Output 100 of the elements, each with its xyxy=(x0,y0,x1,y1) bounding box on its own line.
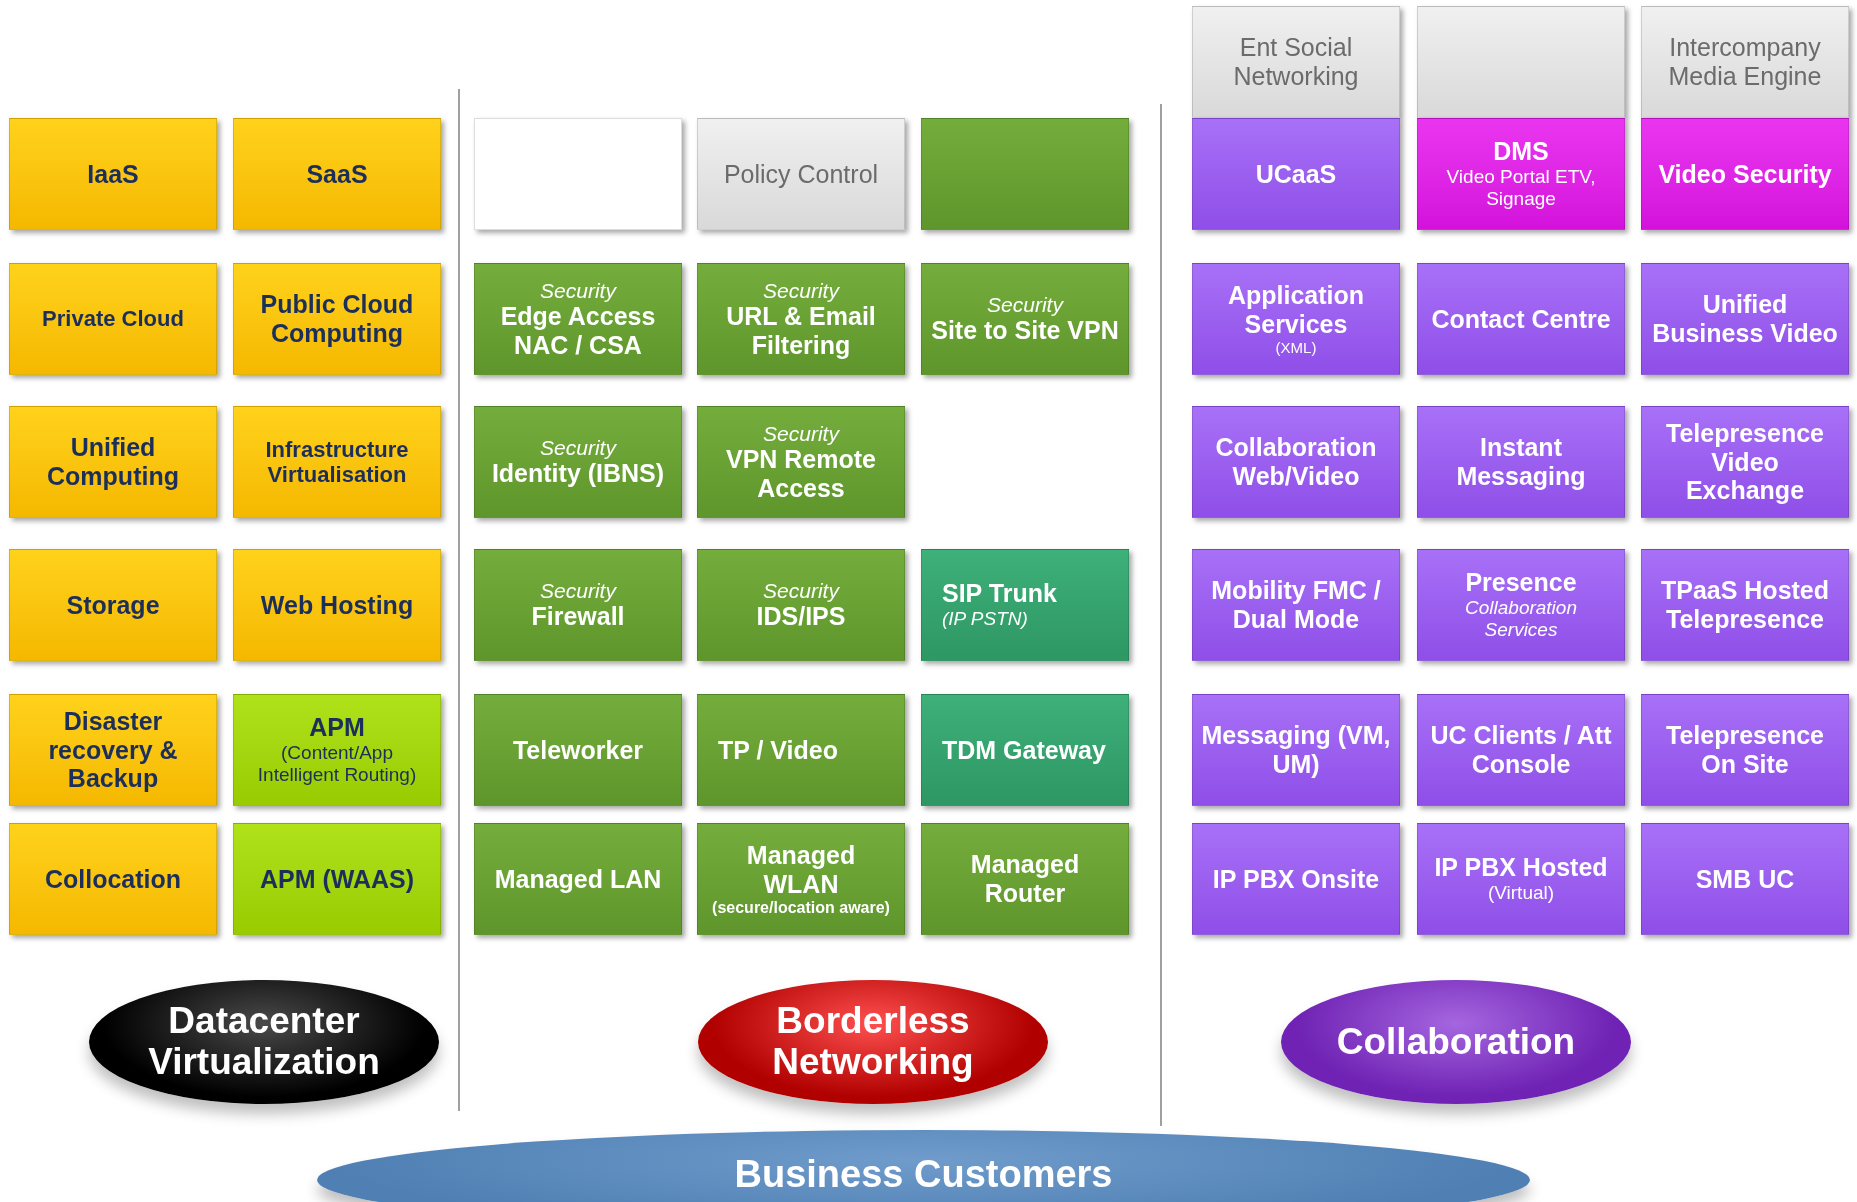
service-tile xyxy=(474,694,682,806)
service-tile xyxy=(1641,406,1849,518)
service-tile xyxy=(233,118,441,230)
service-tile xyxy=(1417,823,1625,935)
tile-subtext: IDS/IPS xyxy=(756,602,846,631)
service-tile xyxy=(697,406,905,518)
tile-label: Telepresence On Site xyxy=(1665,721,1825,779)
tile-label: Presence xyxy=(1465,567,1577,597)
tile-subtext: Edge Access NAC / CSA xyxy=(499,301,657,360)
tile-subtext: Firewall xyxy=(531,602,625,631)
service-tile xyxy=(1192,549,1400,661)
category-label: Security xyxy=(763,278,839,302)
tile-subtext: (IP PSTN) xyxy=(942,607,1028,631)
service-tile xyxy=(921,823,1129,935)
service-tile xyxy=(1641,6,1849,118)
tile-label: Intercompany Media Engine xyxy=(1667,33,1823,91)
service-tile xyxy=(1417,6,1625,118)
tile-label: TDM Gateway xyxy=(942,735,1106,765)
service-tile xyxy=(1192,118,1400,230)
tile-label: UC Clients / Att Console xyxy=(1429,721,1613,779)
service-tile xyxy=(1417,406,1625,518)
service-tile xyxy=(9,406,217,518)
service-tile xyxy=(921,694,1129,806)
tile-label: Teleworker xyxy=(512,735,644,765)
category-label: Security xyxy=(987,293,1063,317)
service-tile xyxy=(9,694,217,806)
tile-subtext: Video Portal ETV, Signage xyxy=(1445,165,1597,212)
tile-subtext: VPN Remote Access xyxy=(724,444,877,503)
service-tile xyxy=(1417,263,1625,375)
service-tile xyxy=(697,118,905,230)
tile-label: Managed WLAN xyxy=(745,841,857,899)
tile-label: Private Cloud xyxy=(42,306,184,332)
service-tile xyxy=(9,549,217,661)
tile-label: Contact Centre xyxy=(1431,304,1611,334)
tile-subtext: (secure/location aware) xyxy=(712,898,890,917)
category-title: Datacenter Virtualization xyxy=(147,1001,381,1083)
tile-label: Telepresence Video Exchange xyxy=(1665,418,1825,506)
service-tile xyxy=(1641,823,1849,935)
category-title: Business Customers xyxy=(733,1154,1114,1196)
tile-label: APM xyxy=(309,712,365,742)
service-tile xyxy=(233,549,441,661)
tile-label: SIP Trunk xyxy=(942,579,1057,608)
tile-label: Collocation xyxy=(44,864,182,894)
service-tile xyxy=(233,263,441,375)
tile-subtext: Collaboration Services xyxy=(1464,596,1578,643)
service-tile xyxy=(9,118,217,230)
service-tile xyxy=(697,549,905,661)
tile-label: Ent Social Networking xyxy=(1232,33,1360,91)
service-tile xyxy=(1192,406,1400,518)
category-title: Borderless Networking xyxy=(771,1001,975,1083)
tile-label: SMB UC xyxy=(1695,864,1795,894)
service-tile xyxy=(1641,549,1849,661)
tile-label: SaaS xyxy=(306,159,368,189)
tile-label: Video Security xyxy=(1658,159,1832,189)
service-tile xyxy=(1417,118,1625,230)
service-tile xyxy=(1192,6,1400,118)
tile-label: Unified Computing xyxy=(46,433,180,491)
tile-label: DMS xyxy=(1493,136,1549,166)
tile-subtext: (Content/App Intelligent Routing) xyxy=(256,741,418,788)
service-tile xyxy=(697,823,905,935)
service-tile xyxy=(474,823,682,935)
tile-label: TPaaS Hosted Telepresence xyxy=(1659,576,1831,634)
tile-label: Storage xyxy=(66,590,160,620)
tile-label: Unified Business Video xyxy=(1651,290,1839,348)
tile-label: Public Cloud Computing xyxy=(259,290,415,348)
tile-label: Policy Control xyxy=(723,159,879,189)
service-tile xyxy=(1641,118,1849,230)
category-title: Collaboration xyxy=(1335,1021,1577,1063)
category-label: Security xyxy=(540,278,616,302)
service-tile xyxy=(1192,823,1400,935)
service-tile xyxy=(1417,549,1625,661)
tile-label: Managed Router xyxy=(969,850,1081,908)
service-tile xyxy=(233,694,441,806)
service-tile xyxy=(1192,694,1400,806)
service-tile xyxy=(1641,263,1849,375)
category-label: Security xyxy=(540,436,616,460)
tile-subtext: (XML) xyxy=(1275,338,1317,357)
category-label: Security xyxy=(763,579,839,603)
service-tile xyxy=(697,694,905,806)
service-tile xyxy=(921,118,1129,230)
service-tile xyxy=(9,263,217,375)
tile-label: Mobility FMC / Dual Mode xyxy=(1210,576,1382,634)
tile-label: Infrastructure Virtualisation xyxy=(264,436,410,488)
tile-label: Web Hosting xyxy=(260,590,414,620)
service-tile xyxy=(1417,694,1625,806)
tile-label: Instant Messaging xyxy=(1455,433,1587,491)
tile-label: Application Services xyxy=(1226,281,1366,339)
service-tile xyxy=(1192,263,1400,375)
tile-label: Disaster recovery & Backup xyxy=(47,706,179,794)
tile-subtext: URL & Email Filtering xyxy=(725,301,877,360)
service-tile xyxy=(921,549,1129,661)
tile-label: UCaaS xyxy=(1255,159,1337,189)
tile-subtext: Site to Site VPN xyxy=(931,316,1119,345)
service-tile xyxy=(1641,694,1849,806)
tile-subtext: (Virtual) xyxy=(1487,881,1555,905)
service-tile xyxy=(474,406,682,518)
tile-label: IaaS xyxy=(87,159,139,189)
tile-label: Collaboration Web/Video xyxy=(1214,433,1378,491)
tile-label: IP PBX Hosted xyxy=(1434,853,1608,882)
service-tile xyxy=(474,549,682,661)
